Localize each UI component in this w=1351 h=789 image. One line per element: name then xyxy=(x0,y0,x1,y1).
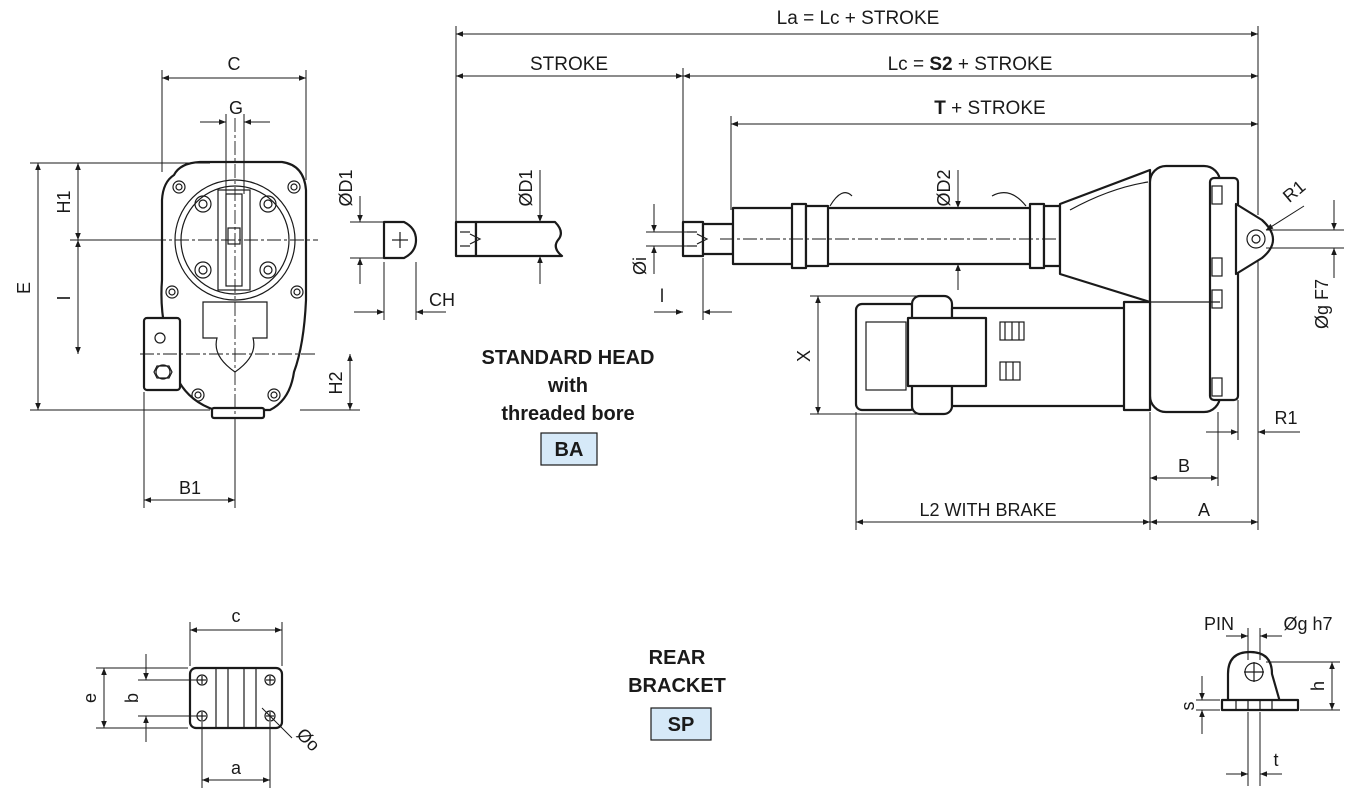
front-e-label: E xyxy=(14,282,34,294)
top-dimensions: La = Lc + STROKE STROKE Lc = S2 + STROKE… xyxy=(455,8,1259,530)
head-d1-label: ØD1 xyxy=(336,169,356,206)
head-label-line1: STANDARD HEAD xyxy=(482,347,655,369)
front-h2-label: H2 xyxy=(326,371,346,394)
pin-label: PIN xyxy=(1204,614,1234,634)
thread-l-label: l xyxy=(660,286,664,306)
dim-l2-label: L2 WITH BRAKE xyxy=(919,500,1056,520)
eye-g-fit-label: Øg F7 xyxy=(1312,279,1332,329)
bracket-e-label: e xyxy=(80,693,100,703)
pin-t-label: t xyxy=(1273,750,1278,770)
tube-d2-label: ØD2 xyxy=(934,169,954,206)
bracket-code-sp: SP xyxy=(668,714,695,736)
front-b1-label: B1 xyxy=(179,478,201,498)
front-g-label: G xyxy=(229,98,243,118)
bracket-label-line1: REAR xyxy=(649,647,706,669)
bore-i-label: Øi xyxy=(630,257,650,275)
head-ch-label: CH xyxy=(429,290,455,310)
flange-bolts xyxy=(194,195,277,279)
eye-r1-label: R1 xyxy=(1279,176,1309,206)
side-r1-label: R1 xyxy=(1274,408,1297,428)
front-view: C G E H1 I H2 B1 xyxy=(14,54,360,508)
pin-h-label: h xyxy=(1308,681,1328,691)
bracket-c-label: c xyxy=(232,606,241,626)
front-i-label: I xyxy=(54,295,74,300)
front-h1-label: H1 xyxy=(54,190,74,213)
bracket-a-label: a xyxy=(231,758,242,778)
head-code-ba: BA xyxy=(555,439,584,461)
lc-dimension: Lc = S2 + STROKE xyxy=(888,54,1053,75)
motor-x-label: X xyxy=(794,350,814,362)
bracket-b-label: b xyxy=(122,693,142,703)
head-label-line3: threaded bore xyxy=(501,403,634,425)
pin-side-view: PIN Øg h7 s h t xyxy=(1178,614,1340,786)
standard-head-label: STANDARD HEAD with threaded bore BA xyxy=(482,347,655,466)
cable-glands xyxy=(999,321,1025,381)
head-label-line2: with xyxy=(547,375,588,397)
dim-a-label: A xyxy=(1198,500,1210,520)
rod-d1-label: ØD1 xyxy=(516,169,536,206)
dim-b-label: B xyxy=(1178,456,1190,476)
la-dimension: La = Lc + STROKE xyxy=(777,8,940,29)
head-detail: ØD1 CH xyxy=(336,169,455,320)
bracket-plan-view: c e b a Øo xyxy=(80,606,324,788)
bracket-o-label: Øo xyxy=(293,724,324,755)
t-dimension: T + STROKE xyxy=(934,98,1045,119)
rear-bracket-label: REAR BRACKET SP xyxy=(628,647,726,741)
front-c-label: C xyxy=(228,54,241,74)
pin-s-label: s xyxy=(1178,702,1198,711)
pin-g-fit-label: Øg h7 xyxy=(1283,614,1332,634)
actuator-side-view: ØD1 ØD2 Øi l X R1 Øg F7 R1 xyxy=(454,164,1344,530)
bracket-label-line2: BRACKET xyxy=(628,675,726,697)
stroke-dimension: STROKE xyxy=(530,54,608,75)
